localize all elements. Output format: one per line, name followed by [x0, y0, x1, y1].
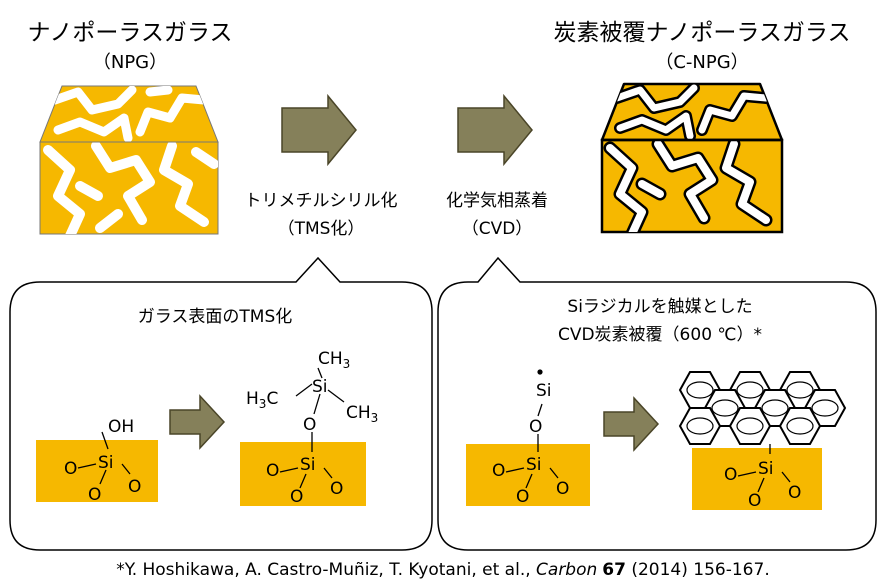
npg-top-pores: [50, 86, 209, 142]
h3c-group: H: [246, 389, 259, 409]
carbon-hexagon: [778, 407, 822, 445]
cvd-reaction-arrow: [603, 396, 660, 452]
oxygen-atom: O: [128, 477, 141, 497]
npg-block: [39, 85, 219, 235]
oxygen-atom: O: [330, 479, 343, 499]
tms-panel-title: ガラス表面のTMS化: [138, 307, 293, 327]
step-cvd-label: 化学気相蒸着: [446, 191, 548, 211]
oxygen-atom: O: [788, 483, 801, 503]
oxygen-atom: O: [724, 465, 737, 485]
svg-text:H3C: H3C: [246, 389, 278, 411]
step-tms-abbr: （TMS化）: [278, 219, 365, 239]
cvd-panel-title-line1: Siラジカルを触媒とした: [567, 297, 752, 317]
oxygen-atom: O: [64, 459, 77, 479]
oxygen-atom: O: [303, 415, 316, 435]
cvd-before-molecule: Si O Si O O O: [466, 369, 590, 507]
ch3-group: CH: [346, 403, 371, 423]
graphene-layer: [678, 371, 847, 445]
glass-surface: [466, 444, 590, 506]
cnpg-block: [600, 82, 784, 234]
si-atom: Si: [526, 455, 542, 475]
process-arrow-cvd: [457, 93, 533, 167]
oxygen-atom: O: [516, 487, 529, 507]
si-atom: Si: [758, 459, 774, 479]
svg-text:CH3: CH3: [318, 349, 350, 371]
oxygen-atom: O: [556, 479, 569, 499]
glass-surface: [240, 442, 366, 506]
glass-surface: [36, 440, 158, 502]
si-atom: Si: [536, 381, 552, 401]
process-arrow-tms: [281, 93, 357, 167]
oh-group: OH: [108, 417, 134, 437]
oxygen-atom: O: [748, 491, 761, 511]
radical-dot: [537, 369, 543, 375]
cnpg-top-pores: [611, 84, 772, 140]
cnpg-title: 炭素被覆ナノポーラスガラス: [554, 20, 851, 46]
oxygen-atom: O: [290, 487, 303, 507]
si-atom: Si: [98, 453, 114, 473]
oxygen-atom: O: [266, 461, 279, 481]
cvd-after-molecule: Si O O O: [678, 371, 847, 511]
glass-surface: [692, 448, 822, 510]
oxygen-atom: O: [529, 417, 542, 437]
npg-title: ナノポーラスガラス: [28, 20, 233, 46]
si-atom: Si: [300, 455, 316, 475]
si-atom: Si: [312, 377, 328, 397]
tms-after-molecule: CH3 H3C CH3 Si O Si O O O: [240, 349, 378, 507]
step-cvd-abbr: （CVD）: [462, 219, 533, 239]
tms-reaction-arrow: [169, 394, 226, 450]
npg-abbr: （NPG）: [93, 52, 167, 73]
ch3-group: CH: [318, 349, 343, 369]
oxygen-atom: O: [492, 461, 505, 481]
carbon-hexagon: [678, 407, 722, 445]
cnpg-abbr: （C-NPG）: [655, 52, 748, 73]
npg-front-pores: [43, 142, 218, 234]
carbon-hexagon: [728, 407, 772, 445]
oxygen-atom: O: [88, 485, 101, 505]
reference-citation: *Y. Hoshikawa, A. Castro-Muñiz, T. Kyota…: [116, 560, 769, 580]
cvd-panel-title-line2: CVD炭素被覆（600 ℃）*: [558, 325, 762, 345]
step-tms-label: トリメチルシリル化: [245, 191, 398, 211]
svg-text:CH3: CH3: [346, 403, 378, 425]
cnpg-front-pores: [603, 140, 773, 232]
tms-before-molecule: OH Si O O O: [36, 417, 158, 505]
